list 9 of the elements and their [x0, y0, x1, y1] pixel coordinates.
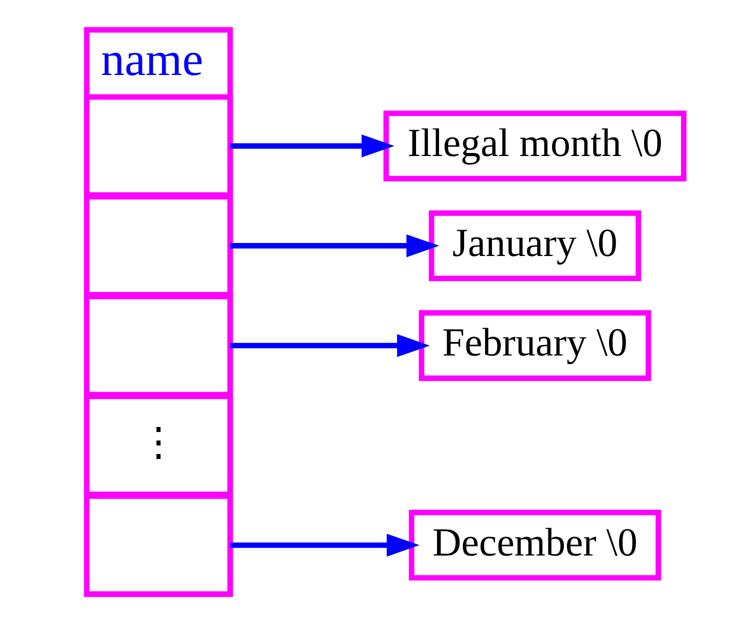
arrow: [230, 234, 440, 258]
node-box: January \0: [428, 210, 642, 282]
arrow: [230, 334, 430, 358]
node-box: December \0: [408, 510, 662, 581]
node-box: February \0: [418, 310, 652, 381]
arrow: [230, 534, 420, 557]
node-box: Illegal month \0: [383, 110, 686, 182]
arrow: [230, 134, 394, 158]
node-box: [84, 493, 233, 597]
